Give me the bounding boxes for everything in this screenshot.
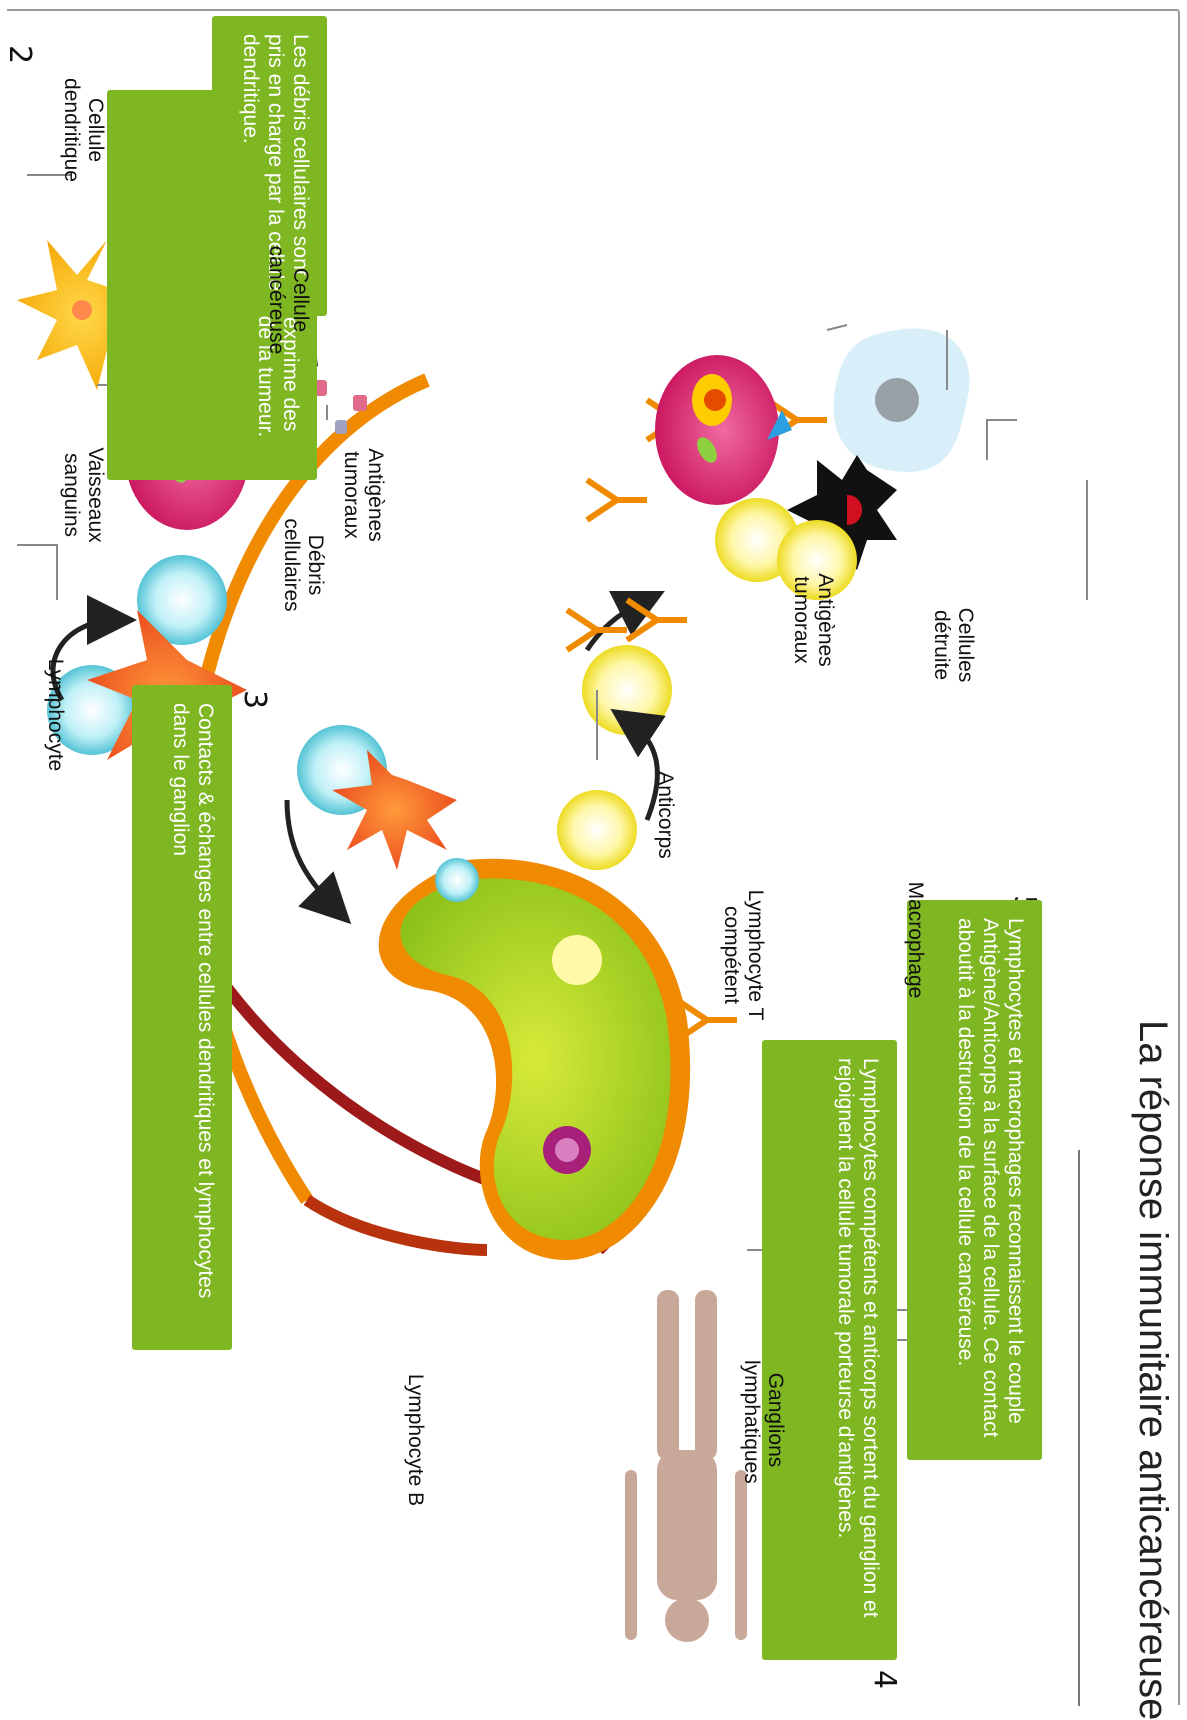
page-title: La réponse immunitaire anticancéreuse (1131, 1020, 1175, 1720)
blood-vessel-join (303, 1194, 488, 1256)
lymphocyte-yellow-1 (557, 790, 637, 870)
label-lymphocyte: Lymphocyte (44, 658, 67, 772)
label-antigenes-tumoraux-1: Antigènes tumoraux (340, 448, 387, 542)
arrow-2 (50, 595, 137, 702)
lymph-node (378, 858, 691, 1260)
lymphocyte-cyan-4 (435, 858, 479, 902)
step-4-box: Lymphocytes compétents et anticorps sort… (762, 1040, 897, 1660)
lymphocyte-cyan-1 (137, 555, 227, 645)
label-anticorps: Anticorps (654, 771, 677, 859)
label-cellule-cancereuse: Cellule cancéreuse (265, 245, 312, 355)
label-vaisseaux-sanguins: Vaisseaux sanguins (60, 447, 107, 543)
label-cellules-detruite: Cellules détruite (930, 607, 977, 683)
step-2-number: 2 (2, 45, 37, 65)
label-macrophage: Macrophage (904, 881, 927, 999)
label-lymphocyte-t: Lymphocyte T compétent (720, 889, 767, 1021)
step-3-number: 3 (237, 690, 272, 710)
dendritic-cell-1 (17, 240, 147, 390)
arrow-4 (610, 708, 666, 821)
step-5-box: Lymphocytes et macrophages reconnaissent… (907, 900, 1042, 1460)
human-body-silhouette (625, 1290, 747, 1642)
dendritic-cell-red-2 (332, 750, 457, 870)
lymphocyte-yellow-4 (777, 520, 857, 600)
frame-line (7, 9, 1180, 1705)
label-ganglions: Ganglions lymphatiques (740, 1360, 787, 1484)
arrow-3 (284, 799, 352, 925)
destroyed-cell-debris (875, 378, 919, 422)
label-lymphocyte-b: Lymphocyte B (404, 1373, 427, 1507)
label-debris-cellulaires: Débris cellulaires (280, 518, 327, 612)
arrow-5 (584, 591, 665, 652)
step-4-number: 4 (867, 1670, 902, 1690)
cancer-cell-2 (655, 355, 792, 505)
label-cellule-dendritique: Cellule dendritique (60, 78, 107, 182)
label-antigenes-tumoraux-2: Antigènes tumoraux (790, 573, 837, 667)
step-3-box: Contacts & échanges entre cellules dendr… (132, 685, 232, 1350)
